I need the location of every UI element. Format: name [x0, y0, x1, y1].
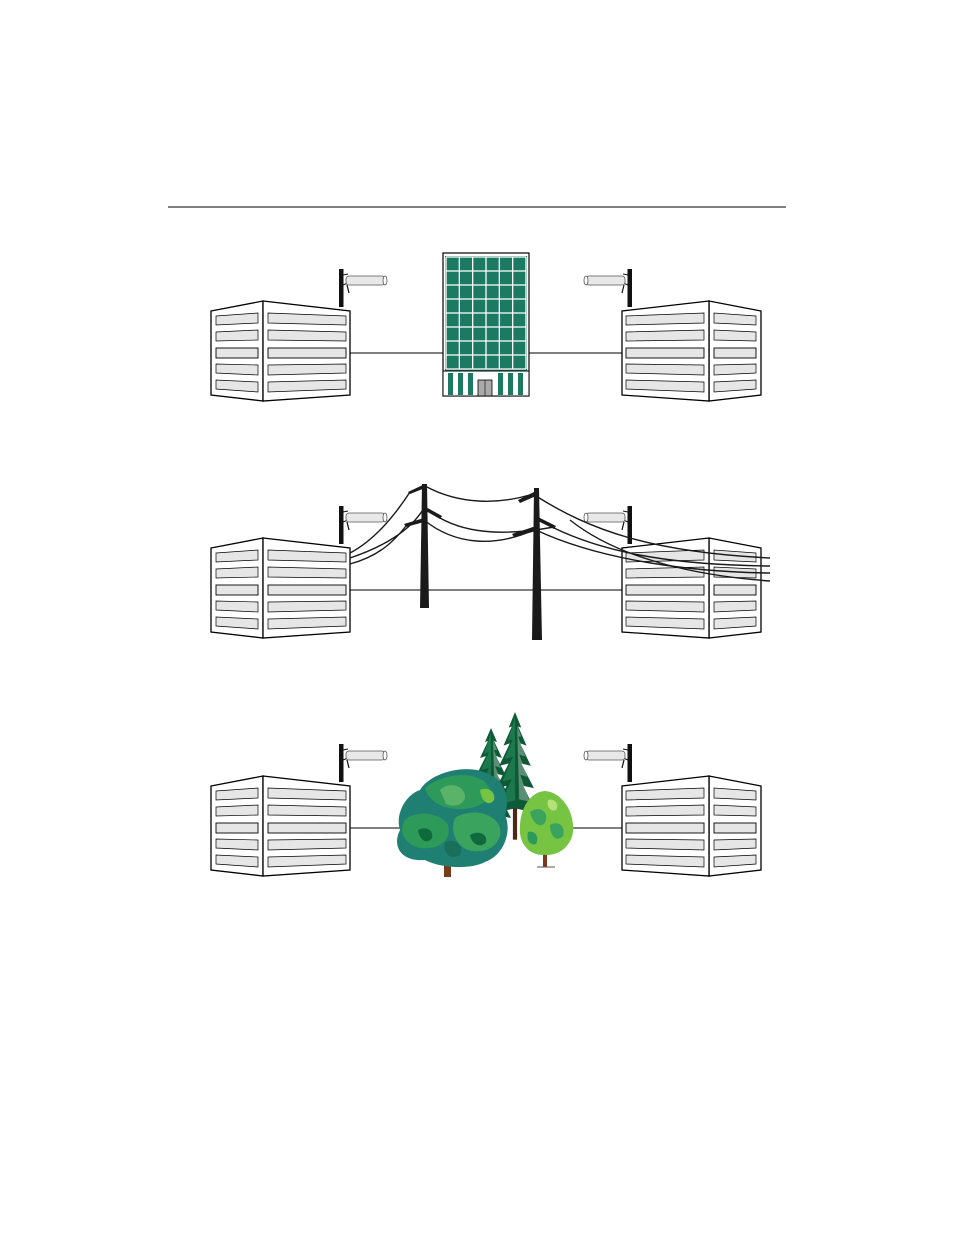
- tower-base-pillar: [508, 373, 513, 395]
- tower-base-pillar: [448, 373, 453, 395]
- power-pylon-left: [404, 484, 442, 608]
- antenna-left: [339, 744, 387, 782]
- panel-tree-obstruction: [211, 712, 761, 877]
- office-building-left: [211, 776, 350, 876]
- antenna-right: [584, 269, 632, 307]
- antenna-left: [339, 506, 387, 544]
- antenna-right: [584, 744, 632, 782]
- office-building-right: [622, 538, 761, 638]
- tower-base-pillar: [518, 373, 523, 395]
- panel-building-obstruction: [211, 253, 761, 401]
- panel-powerline-obstruction: [211, 484, 770, 640]
- office-building-left: [211, 538, 350, 638]
- small-deciduous-tree: [520, 791, 573, 867]
- glass-tower-obstruction: [443, 253, 529, 396]
- office-building-right: [622, 301, 761, 401]
- tower-base-pillar: [458, 373, 463, 395]
- trees-obstruction: [397, 712, 573, 877]
- tower-base-pillar: [468, 373, 473, 395]
- office-building-left: [211, 301, 350, 401]
- tower-base-pillar: [498, 373, 503, 395]
- power-pylon-right: [512, 488, 556, 640]
- office-building-right: [622, 776, 761, 876]
- antenna-left: [339, 269, 387, 307]
- large-deciduous-tree: [397, 769, 508, 877]
